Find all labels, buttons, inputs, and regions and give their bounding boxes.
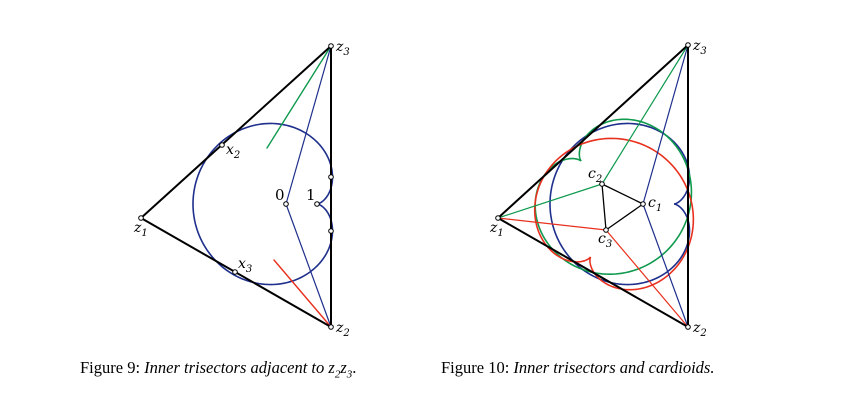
label-z2: z2 bbox=[692, 320, 707, 339]
morley-triangle-side bbox=[601, 183, 607, 231]
point-marker bbox=[640, 201, 646, 207]
triangle-side bbox=[140, 45, 332, 219]
point-marker bbox=[603, 227, 609, 233]
trisector-line bbox=[285, 45, 332, 205]
label-x2: x2 bbox=[226, 142, 240, 161]
figure-10-diagram bbox=[495, 42, 695, 330]
morley-triangle-side bbox=[605, 203, 644, 231]
green-trisector bbox=[497, 183, 603, 219]
label-z1: z1 bbox=[133, 220, 148, 239]
label-z2: z2 bbox=[335, 320, 350, 339]
red-trisector bbox=[605, 229, 689, 328]
blue-trisector bbox=[642, 203, 689, 328]
figure-9-diagram bbox=[138, 43, 334, 330]
cardioid-green bbox=[534, 118, 693, 275]
point-marker bbox=[283, 201, 289, 207]
point-marker bbox=[328, 228, 334, 234]
point-marker bbox=[314, 201, 320, 207]
label-x3: x3 bbox=[238, 256, 252, 275]
point-marker bbox=[495, 215, 501, 221]
caption-prefix: Figure 10: bbox=[441, 358, 510, 377]
point-marker bbox=[328, 43, 334, 49]
point-marker bbox=[138, 215, 144, 221]
green-trisector bbox=[601, 44, 689, 185]
cardioid-red bbox=[533, 137, 695, 291]
label-z3: z3 bbox=[692, 38, 707, 57]
label-one: 1 bbox=[306, 186, 316, 204]
morley-triangle-side bbox=[601, 183, 644, 205]
blue-trisector bbox=[642, 44, 689, 205]
figure-9-caption: Figure 9: Inner trisectors adjacent to z… bbox=[80, 358, 357, 381]
point-marker bbox=[685, 42, 691, 48]
point-marker bbox=[219, 142, 225, 148]
label-origin: 0 bbox=[275, 186, 285, 204]
label-z3: z3 bbox=[335, 39, 350, 58]
label-z1: z1 bbox=[489, 220, 504, 239]
red-trisector bbox=[273, 259, 332, 328]
point-labels: z3 z2 z1 x2 x3 0 1 z3 z2 z1 c1 c2 c3 bbox=[133, 38, 707, 339]
label-c3: c3 bbox=[598, 231, 612, 250]
triangle-side bbox=[497, 217, 689, 328]
caption-prefix: Figure 9: bbox=[80, 358, 141, 377]
trisector-line bbox=[285, 203, 332, 328]
red-trisector bbox=[497, 217, 607, 231]
point-marker bbox=[328, 324, 334, 330]
caption-text: Inner trisectors adjacent to z2z3 bbox=[144, 358, 353, 381]
point-marker bbox=[685, 324, 691, 330]
label-c1: c1 bbox=[648, 195, 662, 214]
point-marker bbox=[328, 174, 334, 180]
point-marker bbox=[232, 269, 238, 275]
figure-10-caption: Figure 10: Inner trisectors and cardioid… bbox=[441, 358, 714, 378]
point-marker bbox=[599, 181, 605, 187]
label-c2: c2 bbox=[588, 166, 602, 185]
caption-text: Inner trisectors and cardioids. bbox=[513, 358, 715, 377]
triangle-side bbox=[497, 44, 689, 219]
green-trisector bbox=[266, 45, 332, 149]
